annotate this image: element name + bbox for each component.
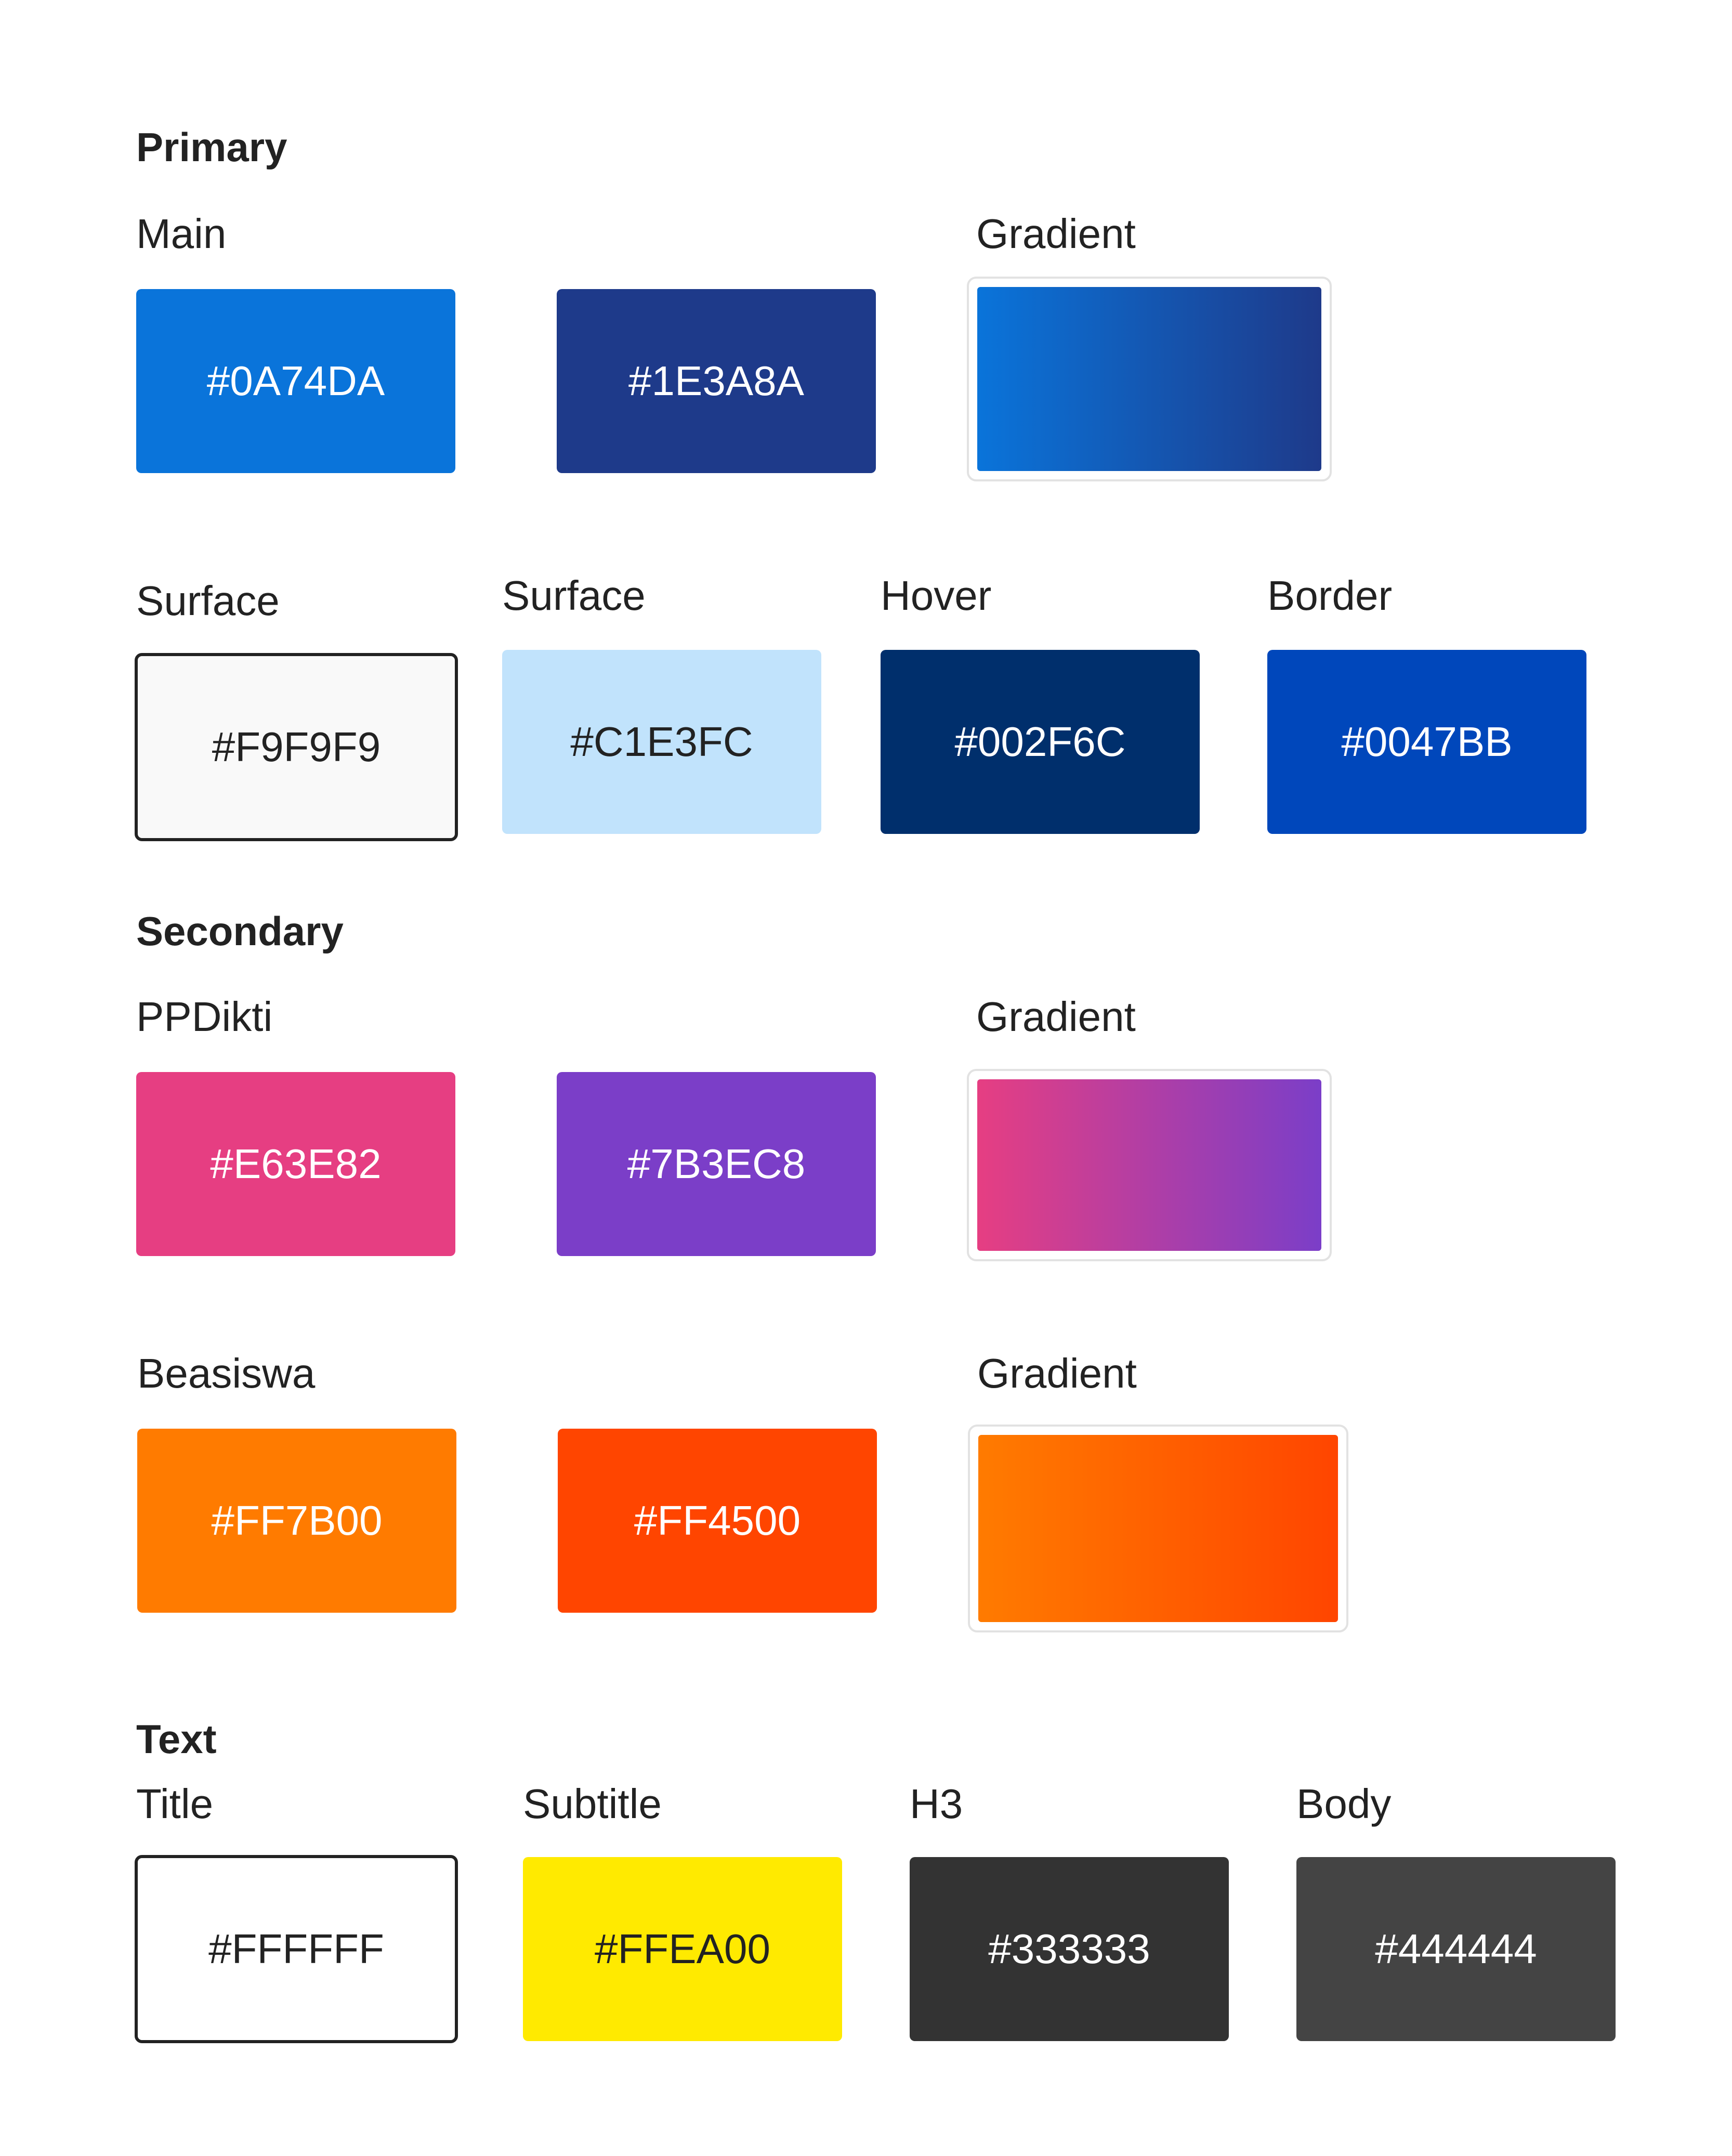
label-surface: Surface: [136, 578, 280, 624]
label-beasiswa: Beasiswa: [137, 1350, 316, 1396]
swatch-text-title: #FFFFFF: [135, 1855, 458, 2043]
swatch-ppdikti-purple: #7B3EC8: [557, 1072, 876, 1256]
label-subtitle: Subtitle: [523, 1781, 662, 1827]
label-ppdikti: PPDikti: [136, 994, 273, 1040]
section-heading-text: Text: [136, 1716, 217, 1762]
label-main: Main: [136, 211, 227, 257]
swatch-ppdikti-gradient: [967, 1069, 1332, 1261]
label-primary-gradient: Gradient: [976, 211, 1136, 257]
swatch-beasiswa-orange: #FF7B00: [137, 1429, 456, 1613]
gradient-fill: [978, 1435, 1338, 1622]
swatch-surface-light: #C1E3FC: [502, 650, 821, 834]
label-title: Title: [136, 1781, 214, 1827]
swatch-beasiswa-red: #FF4500: [558, 1429, 877, 1613]
section-heading-primary: Primary: [136, 124, 287, 170]
section-heading-secondary: Secondary: [136, 908, 344, 954]
gradient-fill: [977, 1079, 1321, 1251]
label-border: Border: [1267, 572, 1393, 619]
swatch-text-h3: #333333: [910, 1857, 1229, 2041]
swatch-primary-dark: #1E3A8A: [557, 289, 876, 473]
swatch-border: #0047BB: [1267, 650, 1586, 834]
label-surface-light: Surface: [502, 572, 646, 619]
swatch-beasiswa-gradient: [968, 1425, 1348, 1632]
label-body: Body: [1296, 1781, 1392, 1827]
swatch-hover: #002F6C: [881, 650, 1200, 834]
label-beasiswa-gradient: Gradient: [977, 1350, 1137, 1396]
swatch-text-subtitle: #FFEA00: [523, 1857, 842, 2041]
label-ppdikti-gradient: Gradient: [976, 994, 1136, 1040]
swatch-text-body: #444444: [1296, 1857, 1616, 2041]
label-h3: H3: [910, 1781, 963, 1827]
swatch-primary-main: #0A74DA: [136, 289, 455, 473]
gradient-fill: [977, 287, 1321, 471]
swatch-ppdikti-pink: #E63E82: [136, 1072, 455, 1256]
label-hover: Hover: [881, 572, 992, 619]
swatch-primary-gradient: [967, 277, 1332, 481]
swatch-surface: #F9F9F9: [135, 653, 458, 841]
